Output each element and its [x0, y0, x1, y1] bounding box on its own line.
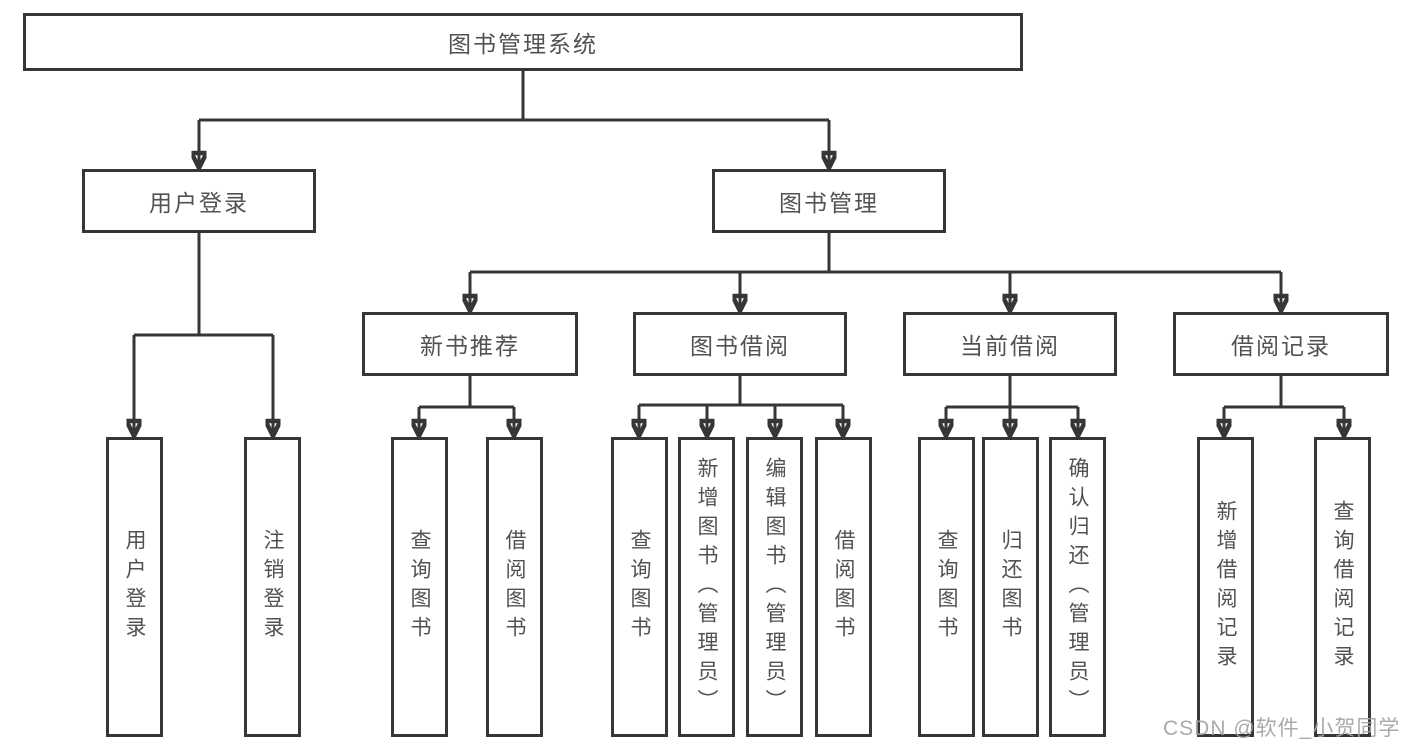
- leaf-borrow-books-recommend-label: 借阅图书: [503, 529, 526, 645]
- node-current-borrowing-label: 当前借阅: [960, 333, 1060, 359]
- leaf-confirm-return-admin: 确认归还（管理员）: [1049, 437, 1106, 737]
- node-user-login: 用户登录: [82, 169, 316, 233]
- node-user-login-label: 用户登录: [149, 190, 249, 216]
- leaf-return-book: 归还图书: [982, 437, 1039, 737]
- leaf-user-login-label: 用户登录: [123, 529, 146, 645]
- node-current-borrowing: 当前借阅: [903, 312, 1117, 376]
- leaf-query-borrow-record-label: 查询借阅记录: [1331, 500, 1354, 674]
- node-book-borrowing-label: 图书借阅: [690, 333, 790, 359]
- leaf-query-borrow-record: 查询借阅记录: [1314, 437, 1371, 737]
- node-borrowing-records-label: 借阅记录: [1231, 333, 1331, 359]
- leaf-borrow-books-borrowing-label: 借阅图书: [832, 529, 855, 645]
- node-borrowing-records: 借阅记录: [1173, 312, 1389, 376]
- leaf-edit-book-admin-label: 编辑图书（管理员）: [763, 456, 786, 718]
- node-book-borrowing: 图书借阅: [633, 312, 847, 376]
- leaf-borrow-books-recommend: 借阅图书: [486, 437, 543, 737]
- leaf-logout: 注销登录: [244, 437, 301, 737]
- leaf-add-borrow-record: 新增借阅记录: [1197, 437, 1254, 737]
- node-root: 图书管理系统: [23, 13, 1023, 71]
- leaf-borrow-books-borrowing: 借阅图书: [815, 437, 872, 737]
- node-new-book-recommend-label: 新书推荐: [420, 333, 520, 359]
- leaf-add-book-admin: 新增图书（管理员）: [678, 437, 735, 737]
- leaf-query-books-current: 查询图书: [918, 437, 975, 737]
- leaf-confirm-return-admin-label: 确认归还（管理员）: [1066, 456, 1089, 718]
- node-new-book-recommend: 新书推荐: [362, 312, 578, 376]
- leaf-query-books-recommend-label: 查询图书: [408, 529, 431, 645]
- watermark-text: CSDN @软件_小贺同学: [1163, 717, 1401, 740]
- leaf-add-borrow-record-label: 新增借阅记录: [1214, 500, 1237, 674]
- leaf-return-book-label: 归还图书: [999, 529, 1022, 645]
- leaf-add-book-admin-label: 新增图书（管理员）: [695, 456, 718, 718]
- leaf-user-login: 用户登录: [106, 437, 163, 737]
- leaf-query-books-borrowing-label: 查询图书: [628, 529, 651, 645]
- node-book-management: 图书管理: [712, 169, 946, 233]
- leaf-query-books-borrowing: 查询图书: [611, 437, 668, 737]
- leaf-query-books-recommend: 查询图书: [391, 437, 448, 737]
- node-root-label: 图书管理系统: [448, 31, 598, 57]
- leaf-edit-book-admin: 编辑图书（管理员）: [746, 437, 803, 737]
- leaf-query-books-current-label: 查询图书: [935, 529, 958, 645]
- node-book-management-label: 图书管理: [779, 190, 879, 216]
- leaf-logout-label: 注销登录: [261, 529, 284, 645]
